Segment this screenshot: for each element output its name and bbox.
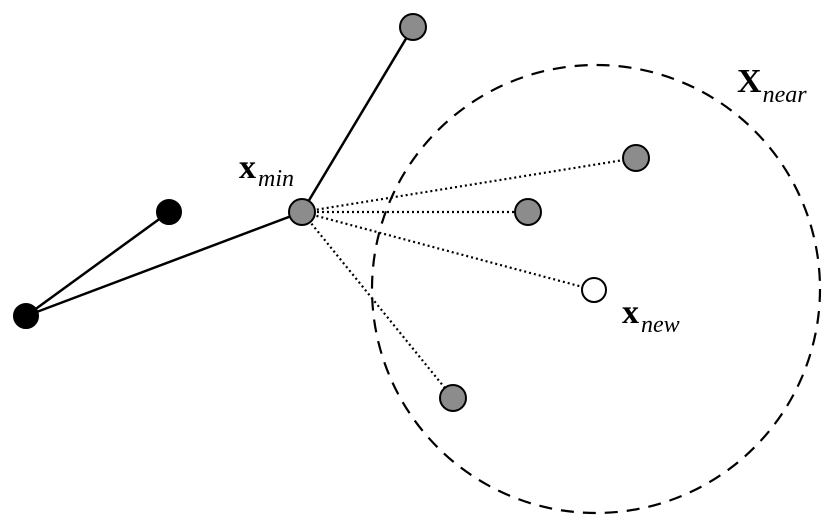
tree-edge-xmin-to-top xyxy=(300,26,415,213)
xnew-label-sub: new xyxy=(641,312,680,338)
near-neighborhood-circle xyxy=(370,63,822,515)
near-node-lower xyxy=(439,384,467,412)
xmin-node xyxy=(288,198,316,226)
candidate-edge-upper-right xyxy=(301,156,637,214)
root-node xyxy=(13,303,39,329)
tree-node-top xyxy=(399,13,427,41)
xnew-node xyxy=(581,277,607,303)
xnear-label-sub: near xyxy=(763,82,808,108)
tree-edge-root-to-xmin xyxy=(25,210,303,318)
xmin-label-sub: min xyxy=(258,166,294,192)
tree-edge-root-to-node xyxy=(25,210,170,318)
xmin-label: xmin xyxy=(239,149,294,192)
near-node-middle xyxy=(514,198,542,226)
candidate-edge-to-xnew xyxy=(301,210,595,292)
xnear-label: Xnear xyxy=(737,63,807,108)
xnear-label-main: X xyxy=(737,63,762,100)
xnew-label-main: x xyxy=(622,294,639,331)
xnew-label: xnew xyxy=(622,294,680,338)
near-node-upper-right xyxy=(622,144,650,172)
tree-node-black xyxy=(156,199,182,225)
xmin-label-main: x xyxy=(239,149,256,186)
